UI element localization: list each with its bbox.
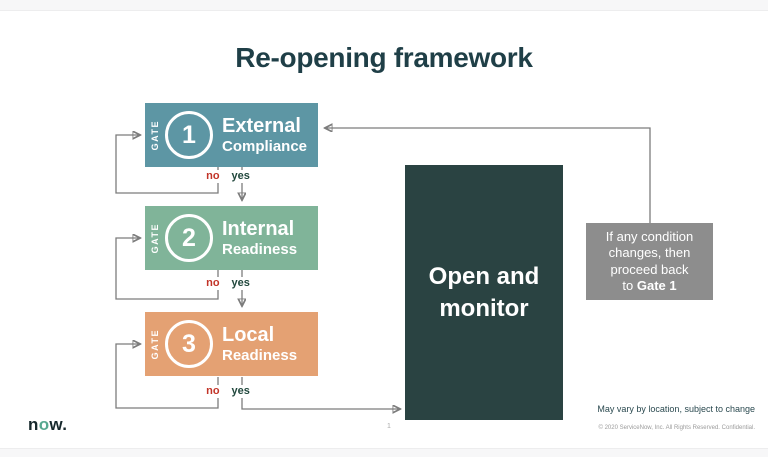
gate-3-number-circle: 3 bbox=[165, 320, 213, 368]
logo-w-period: w. bbox=[49, 415, 68, 434]
gate-2-badge: GATE bbox=[150, 222, 160, 254]
bottom-letterbox-strip bbox=[0, 448, 768, 457]
gate-1-number: 1 bbox=[182, 120, 196, 149]
gate-3-title: Local bbox=[222, 323, 275, 346]
gate-1-yes-label: yes bbox=[229, 170, 252, 183]
gate-2-decision-row: no yes bbox=[193, 277, 263, 290]
note-line-3: proceed back bbox=[610, 261, 689, 277]
gate-2-no-label: no bbox=[204, 277, 222, 290]
condition-note-box: If any condition changes, then proceed b… bbox=[586, 223, 713, 300]
open-and-monitor-box: Open and monitor bbox=[405, 165, 563, 420]
logo-o: o bbox=[38, 415, 50, 434]
gate-3-subtitle: Readiness bbox=[222, 346, 298, 364]
gate-2-text: Internal Readiness bbox=[222, 217, 298, 258]
note-line-4-gate-ref: Gate 1 bbox=[636, 277, 677, 293]
disclaimer-text: May vary by location, subject to change bbox=[597, 404, 755, 414]
gate-1-badge: GATE bbox=[150, 119, 160, 151]
note-line-4: to Gate 1 bbox=[622, 278, 676, 294]
gate-1-box: GATE 1 External Compliance bbox=[145, 103, 318, 167]
gate-2-title: Internal bbox=[222, 217, 295, 240]
gate-2-number-circle: 2 bbox=[165, 214, 213, 262]
slide-title: Re-opening framework bbox=[235, 42, 533, 73]
gate-1-decision-row: no yes bbox=[193, 170, 263, 183]
gate-1-no-label: no bbox=[204, 170, 222, 183]
gate-1-number-circle: 1 bbox=[165, 111, 213, 159]
servicenow-logo: now. bbox=[28, 415, 67, 435]
gate-3-badge: GATE bbox=[150, 328, 160, 360]
gate-2-number: 2 bbox=[182, 223, 196, 252]
gate-2-yes-label: yes bbox=[229, 277, 252, 290]
logo-n: n bbox=[28, 415, 39, 434]
open-and-monitor-line1: Open and bbox=[428, 263, 540, 291]
open-and-monitor-line2: monitor bbox=[439, 294, 529, 322]
gate-3-no-label: no bbox=[204, 385, 222, 398]
gate-1-title: External bbox=[222, 114, 301, 137]
gate-1-subtitle: Compliance bbox=[222, 137, 308, 155]
page-number: 1 bbox=[387, 423, 391, 430]
note-line-1: If any condition bbox=[605, 229, 694, 244]
copyright-text: © 2020 ServiceNow, Inc. All Rights Reser… bbox=[598, 425, 756, 431]
gate-2-subtitle: Readiness bbox=[222, 240, 298, 258]
gate-3-number: 3 bbox=[182, 329, 196, 358]
arrow-gate1-no-loop bbox=[115, 135, 219, 194]
note-line-2: changes, then bbox=[608, 245, 691, 261]
note-line-4-prefix: to bbox=[622, 277, 634, 293]
gate-3-box: GATE 3 Local Readiness bbox=[145, 312, 318, 376]
arrow-feedback-to-gate1 bbox=[326, 128, 651, 223]
gate-2-box: GATE 2 Internal Readiness bbox=[145, 206, 318, 270]
gate-3-yes-label: yes bbox=[229, 385, 252, 398]
arrow-gate3-yes bbox=[241, 377, 399, 409]
top-letterbox-strip bbox=[0, 0, 768, 11]
gate-3-decision-row: no yes bbox=[193, 385, 263, 398]
gate-3-text: Local Readiness bbox=[222, 323, 298, 364]
gate-1-text: External Compliance bbox=[222, 114, 308, 155]
